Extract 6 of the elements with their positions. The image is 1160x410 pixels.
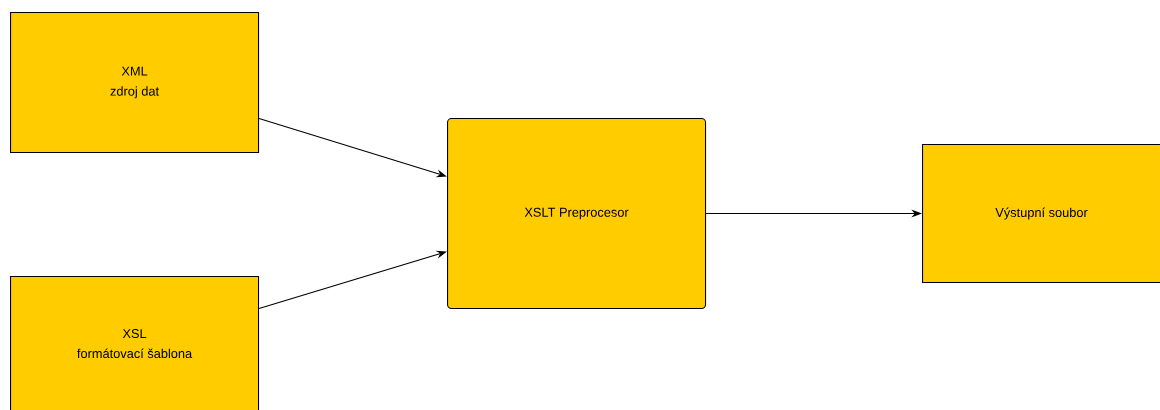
box: XSL formátovací šablona — [10, 276, 260, 410]
box: Výstupní soubor — [922, 144, 1160, 284]
arrow — [258, 250, 447, 310]
arrow — [258, 118, 447, 178]
box: XML zdroj dat — [10, 12, 260, 154]
process-box: XSLT Preprocesor — [447, 118, 707, 310]
